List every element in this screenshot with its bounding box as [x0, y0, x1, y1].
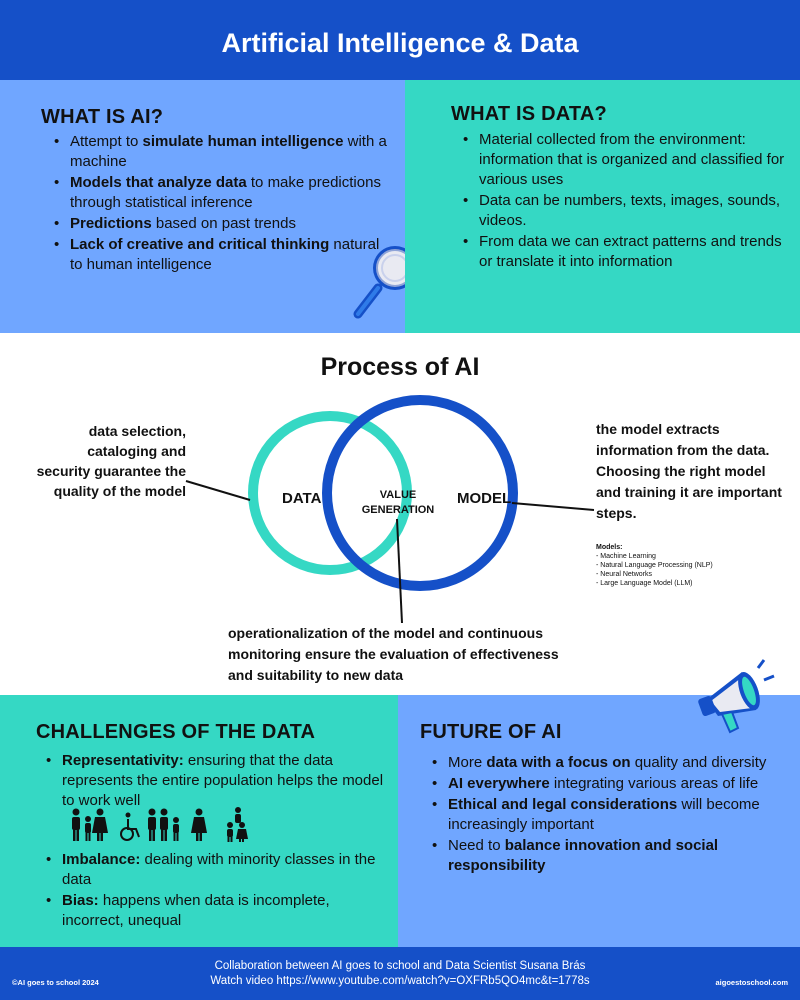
- footer-credits: Collaboration between AI goes to school …: [0, 959, 800, 989]
- left-connector: [185, 480, 251, 501]
- list-item: Material collected from the environment:…: [461, 130, 791, 190]
- list-item: Predictions based on past trends: [52, 214, 392, 234]
- what-is-ai-list: Attempt to simulate human intelligence w…: [52, 132, 392, 276]
- what-is-data-title: WHAT IS DATA?: [451, 103, 607, 125]
- process-section: Process of AI DATA MODEL VALUE GENERATIO…: [0, 333, 800, 695]
- list-item: From data we can extract patterns and tr…: [461, 232, 791, 272]
- model-item: - Large Language Model (LLM): [596, 580, 693, 587]
- model-circle-label: MODEL: [457, 490, 512, 507]
- megaphone-icon: [692, 650, 778, 741]
- collaboration-text: Collaboration between AI goes to school …: [214, 960, 586, 972]
- challenges-panel: CHALLENGES OF THE DATA Representativity:…: [0, 695, 398, 947]
- model-item: - Natural Language Processing (NLP): [596, 562, 713, 569]
- what-is-data-panel: WHAT IS DATA? Material collected from th…: [405, 80, 800, 333]
- bottom-connector: [396, 518, 403, 624]
- list-item: More data with a focus on quality and di…: [430, 753, 785, 773]
- model-circle: [322, 395, 518, 591]
- future-title: FUTURE OF AI: [420, 721, 562, 743]
- future-list: More data with a focus on quality and di…: [430, 753, 785, 877]
- list-item: AI everywhere integrating various areas …: [430, 774, 785, 794]
- model-item: - Machine Learning: [596, 553, 656, 560]
- list-item: Need to balance innovation and social re…: [430, 836, 785, 876]
- models-heading: Models:: [596, 544, 623, 551]
- challenges-title: CHALLENGES OF THE DATA: [36, 721, 316, 743]
- video-link[interactable]: Watch video https://www.youtube.com/watc…: [210, 975, 590, 987]
- model-item: - Neural Networks: [596, 571, 653, 578]
- wheelchair-icon: [120, 812, 140, 841]
- process-title: Process of AI: [320, 353, 480, 381]
- header-bar: Artificial Intelligence & Data: [0, 0, 800, 80]
- what-is-data-list: Material collected from the environment:…: [461, 130, 791, 273]
- list-item: Lack of creative and critical thinking n…: [52, 235, 392, 275]
- list-item: Models that analyze data to make predict…: [52, 173, 392, 213]
- future-panel: FUTURE OF AI More data with a focus on q…: [398, 695, 800, 947]
- data-circle: [248, 411, 412, 575]
- list-item: Ethical and legal considerations will be…: [430, 795, 785, 835]
- list-item: Imbalance: dealing with minority classes…: [44, 850, 384, 890]
- model-description: the model extracts information from the …: [596, 421, 782, 521]
- footer-bar: ©AI goes to school 2024 Collaboration be…: [0, 947, 800, 1000]
- venn-diagram: [185, 395, 595, 624]
- people-icon: [72, 807, 248, 842]
- data-circle-label: DATA: [282, 490, 322, 507]
- challenges-list-top: Representativity: ensuring that the data…: [44, 751, 384, 812]
- what-is-ai-panel: WHAT IS AI? Attempt to simulate human in…: [0, 80, 405, 333]
- models-list: Models: - Machine Learning - Natural Lan…: [596, 543, 796, 588]
- copyright-text: ©AI goes to school 2024: [12, 978, 99, 987]
- value-description: operationalization of the model and cont…: [228, 625, 559, 683]
- right-connector: [511, 502, 595, 511]
- list-item: Representativity: ensuring that the data…: [44, 751, 384, 811]
- data-description: data selection, cataloging and security …: [36, 423, 186, 499]
- value-generation-label: VALUE GENERATION: [361, 489, 435, 516]
- challenges-list-bottom: Imbalance: dealing with minority classes…: [44, 850, 384, 932]
- list-item: Bias: happens when data is incomplete, i…: [44, 891, 384, 931]
- page-title: Artificial Intelligence & Data: [221, 28, 579, 58]
- what-is-ai-title: WHAT IS AI?: [41, 106, 164, 128]
- list-item: Data can be numbers, texts, images, soun…: [461, 191, 791, 231]
- website-link[interactable]: aigoestoschool.com: [715, 978, 788, 987]
- list-item: Attempt to simulate human intelligence w…: [52, 132, 392, 172]
